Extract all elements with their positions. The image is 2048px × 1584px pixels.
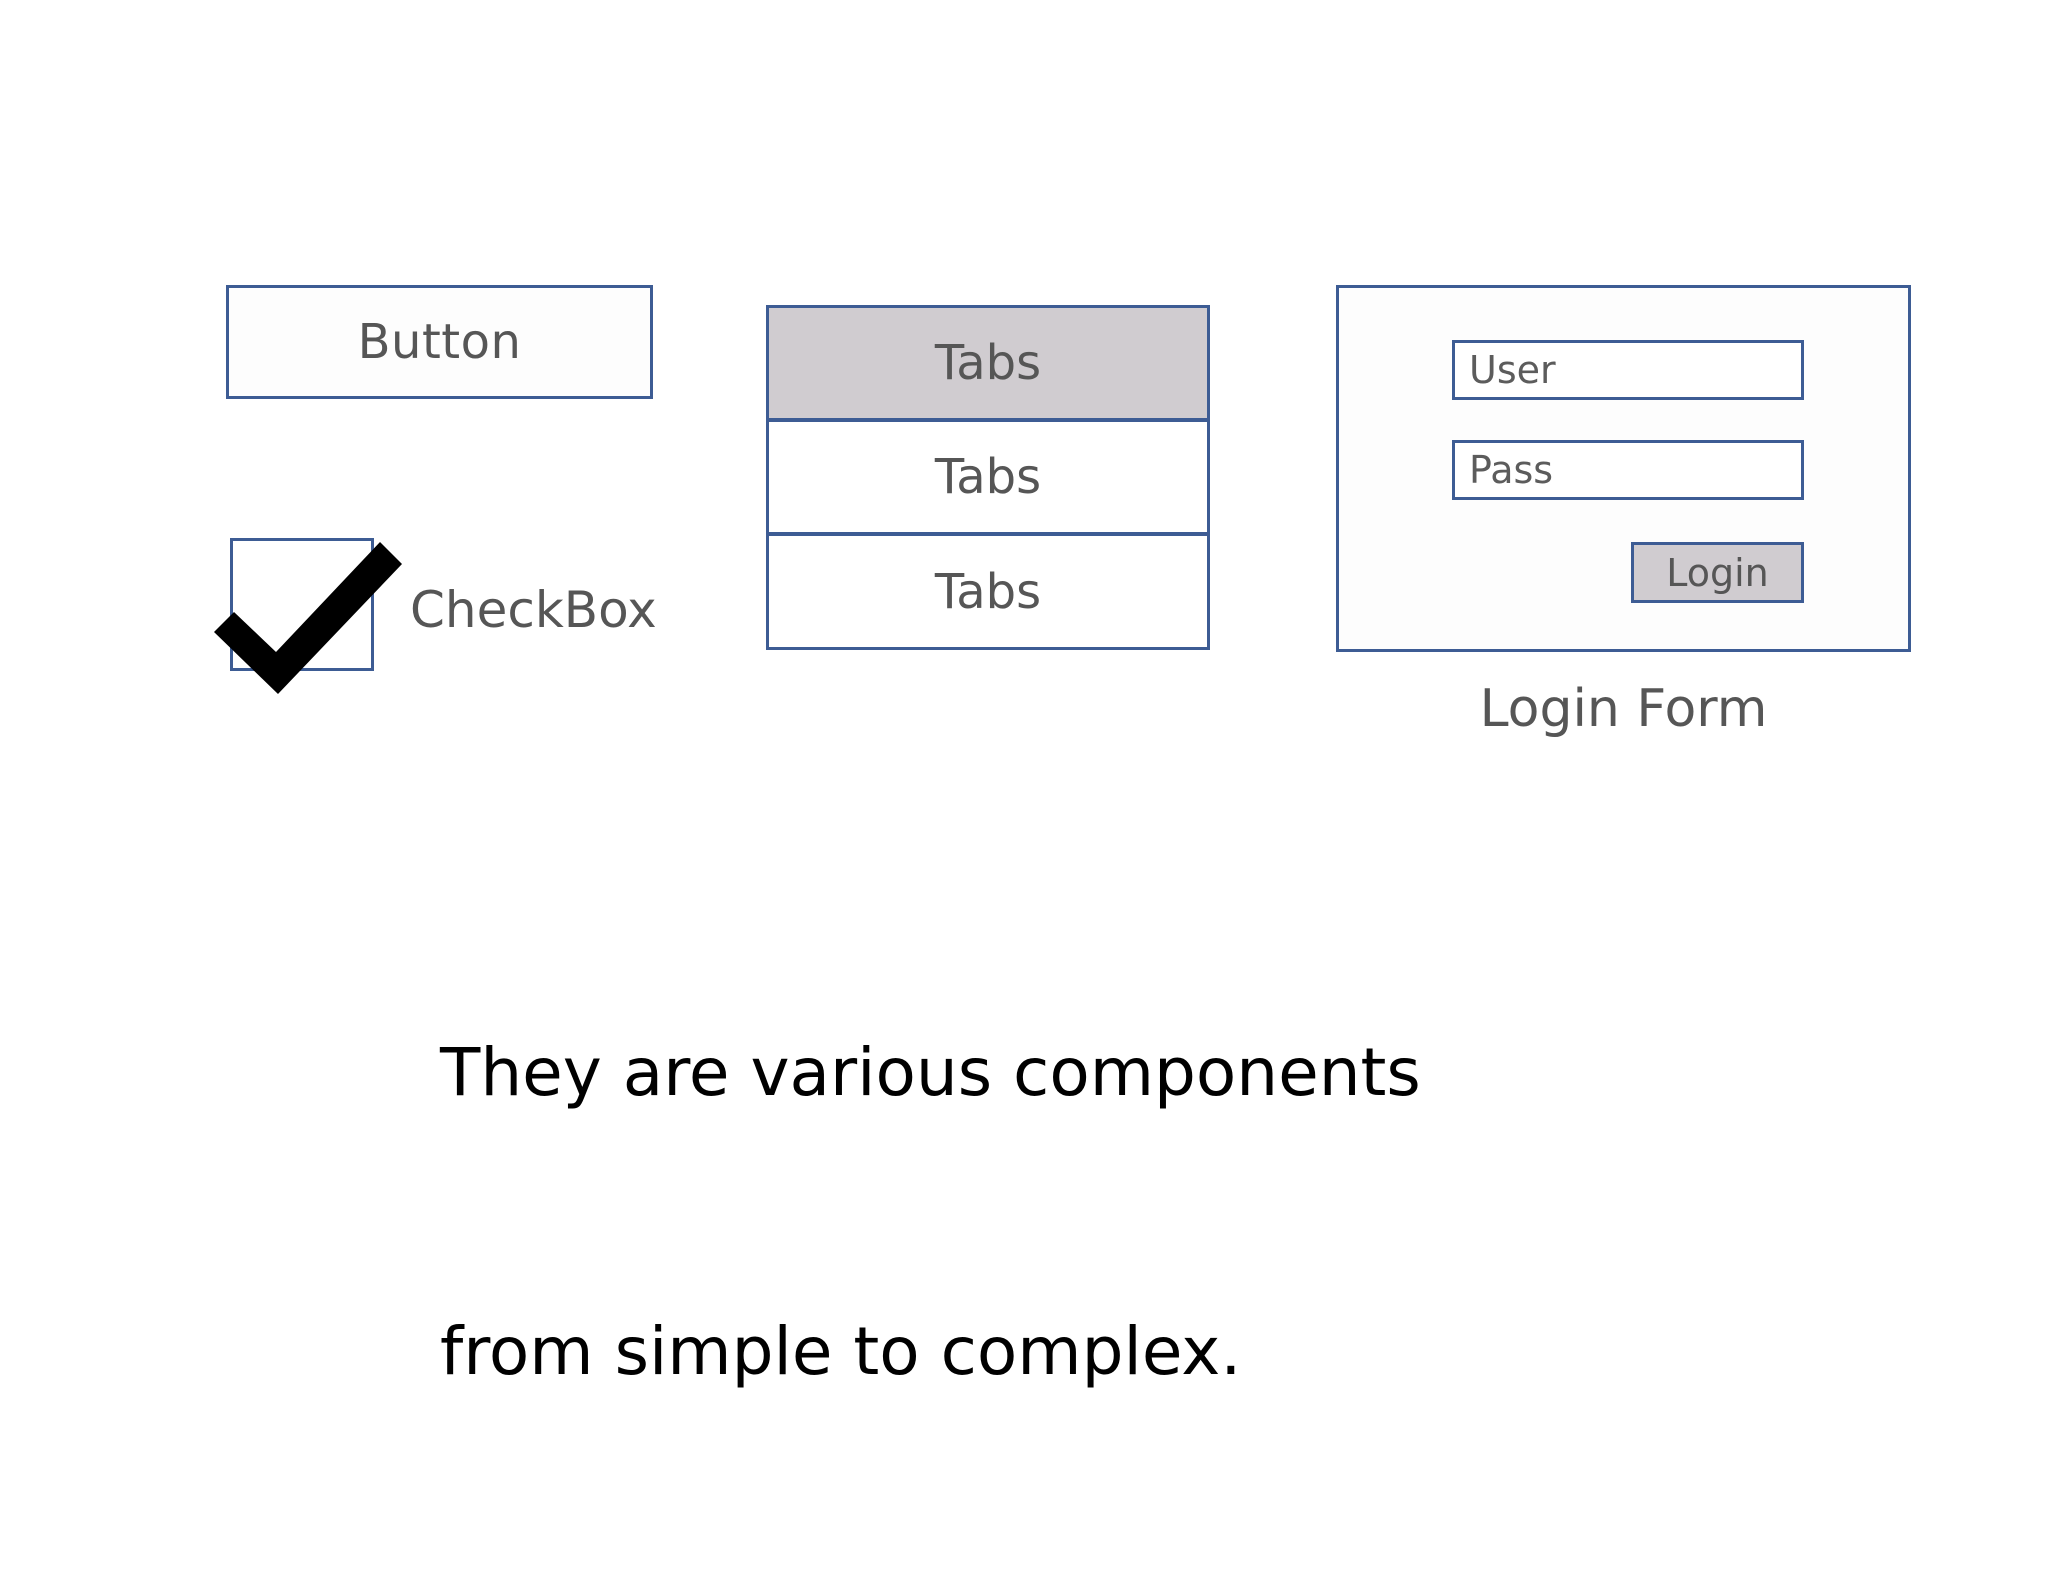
tab-label-0: Tabs [934,335,1042,391]
login-submit-button[interactable]: Login [1631,542,1804,603]
username-field[interactable]: User [1452,340,1804,400]
body-copy-line-1: They are various components [440,1034,1421,1111]
tab-label-1: Tabs [934,449,1042,505]
checkbox-component[interactable] [214,538,402,694]
tab-item-2[interactable]: Tabs [766,533,1210,650]
login-form-component: User Pass Login [1336,285,1911,652]
password-field[interactable]: Pass [1452,440,1804,500]
body-copy-line-2: from simple to complex. [440,1313,1242,1390]
login-submit-label: Login [1666,550,1769,595]
checkbox-label: CheckBox [410,581,657,639]
login-form-caption: Login Form [1479,679,1768,739]
tab-item-0[interactable]: Tabs [766,305,1210,421]
slide-canvas: Button CheckBox Tabs Tabs Tabs User Pass… [214,285,1911,1390]
password-field-value: Pass [1469,448,1554,492]
body-copy: They are various components from simple … [440,840,1421,1584]
button-label: Button [357,314,522,370]
button-component[interactable]: Button [226,285,653,399]
tab-item-1[interactable]: Tabs [766,419,1210,535]
tabs-component: Tabs Tabs Tabs [766,305,1210,650]
checkbox-box[interactable] [230,538,374,671]
tab-label-2: Tabs [934,563,1042,620]
username-field-value: User [1469,348,1556,392]
